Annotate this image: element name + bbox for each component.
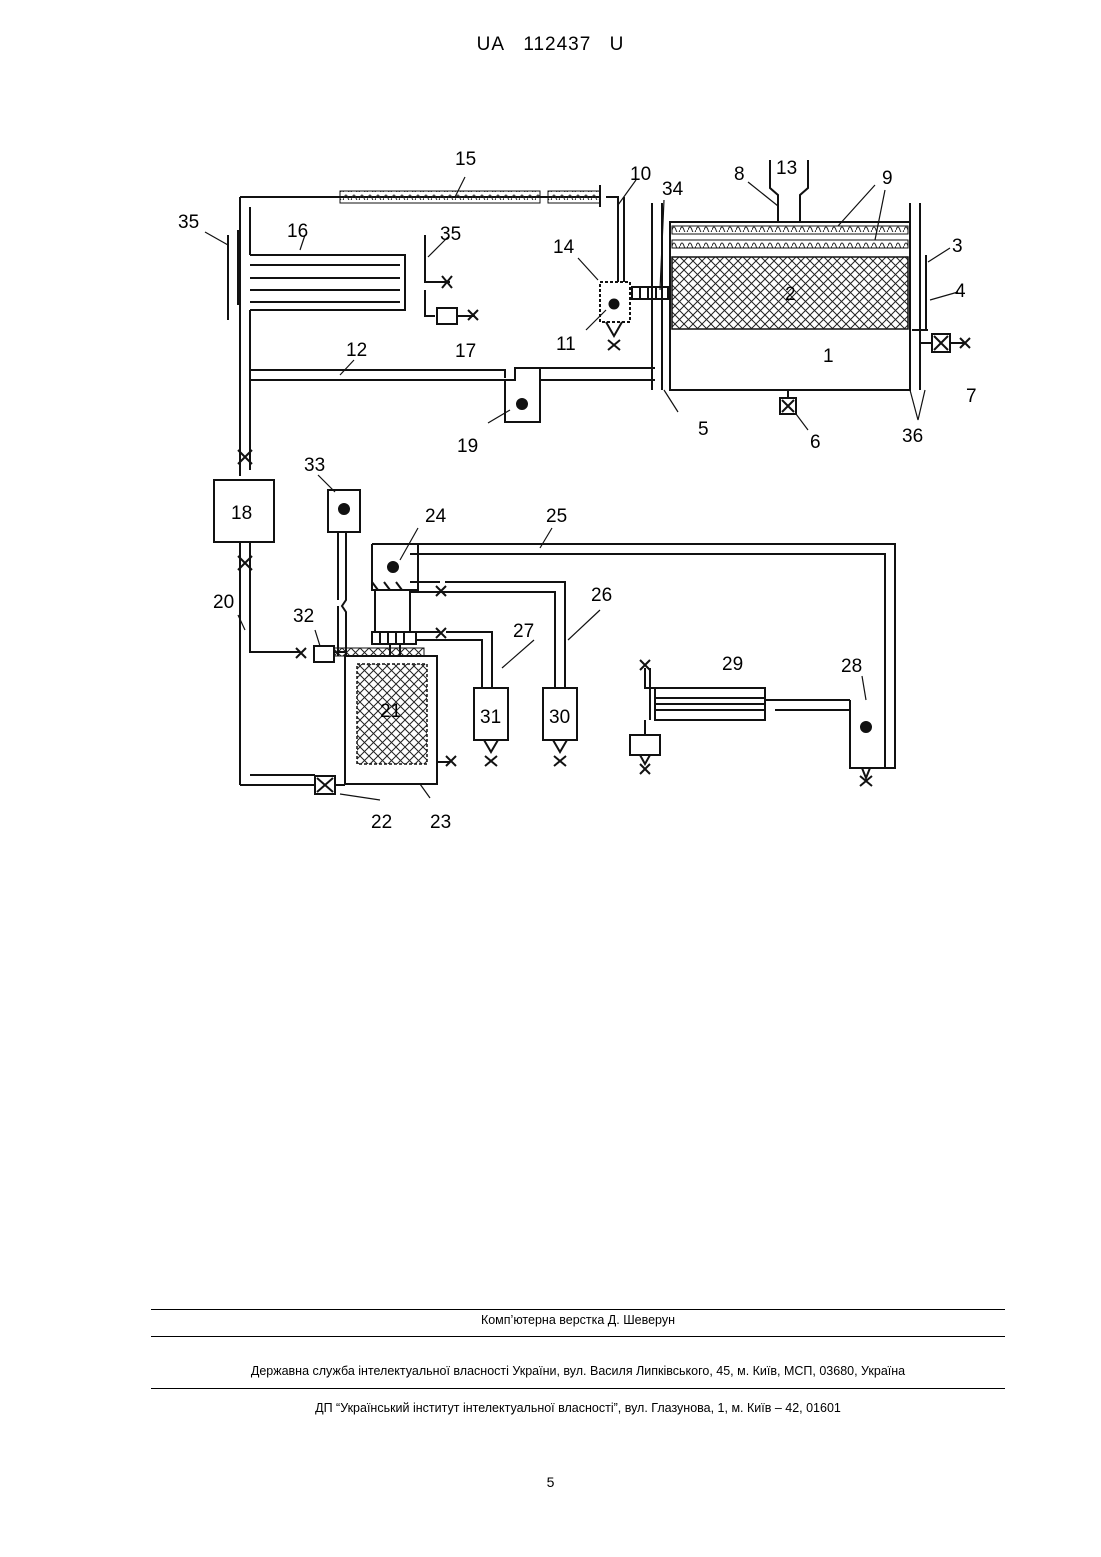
label-13: 13 bbox=[776, 158, 797, 179]
label-15: 15 bbox=[455, 149, 476, 170]
label-29: 29 bbox=[722, 654, 743, 675]
label-35-right: 35 bbox=[440, 224, 461, 245]
label-31: 31 bbox=[480, 707, 501, 728]
label-17: 17 bbox=[455, 341, 476, 362]
label-32: 32 bbox=[293, 606, 314, 627]
label-3: 3 bbox=[952, 236, 963, 257]
label-19: 19 bbox=[457, 436, 478, 457]
label-20: 20 bbox=[213, 592, 234, 613]
label-1: 1 bbox=[823, 346, 834, 367]
label-5: 5 bbox=[698, 419, 709, 440]
label-14: 14 bbox=[553, 237, 575, 258]
page-number: 5 bbox=[0, 1474, 1101, 1490]
footer-rule-2 bbox=[151, 1336, 1005, 1337]
label-12: 12 bbox=[346, 340, 367, 361]
footer-layout-credit: Комп’ютерна верстка Д. Шеверун bbox=[151, 1313, 1005, 1327]
label-10: 10 bbox=[630, 164, 651, 185]
label-9: 9 bbox=[882, 168, 893, 189]
footer-rule-1 bbox=[151, 1309, 1005, 1310]
label-18: 18 bbox=[231, 503, 252, 524]
label-26: 26 bbox=[591, 585, 612, 606]
label-25: 25 bbox=[546, 506, 567, 527]
label-36: 36 bbox=[902, 426, 923, 447]
label-30: 30 bbox=[549, 707, 570, 728]
label-7: 7 bbox=[966, 386, 977, 407]
footer-rule-3 bbox=[151, 1388, 1005, 1389]
label-35-left: 35 bbox=[178, 212, 199, 233]
label-21: 21 bbox=[380, 701, 401, 722]
label-16: 16 bbox=[287, 221, 308, 242]
label-22: 22 bbox=[371, 812, 392, 833]
label-2: 2 bbox=[785, 284, 796, 305]
footer-office-address: Державна служба інтелектуальної власност… bbox=[151, 1364, 1005, 1378]
label-33: 33 bbox=[304, 455, 325, 476]
label-6: 6 bbox=[810, 432, 821, 453]
label-34: 34 bbox=[662, 179, 684, 200]
footer-institute-address: ДП “Український інститут інтелектуальної… bbox=[151, 1401, 1005, 1415]
label-27: 27 bbox=[513, 621, 534, 642]
label-8: 8 bbox=[734, 164, 745, 185]
label-11: 11 bbox=[556, 334, 576, 355]
label-28: 28 bbox=[841, 656, 862, 677]
label-24: 24 bbox=[425, 506, 447, 527]
label-23: 23 bbox=[430, 812, 451, 833]
label-4: 4 bbox=[955, 281, 966, 302]
